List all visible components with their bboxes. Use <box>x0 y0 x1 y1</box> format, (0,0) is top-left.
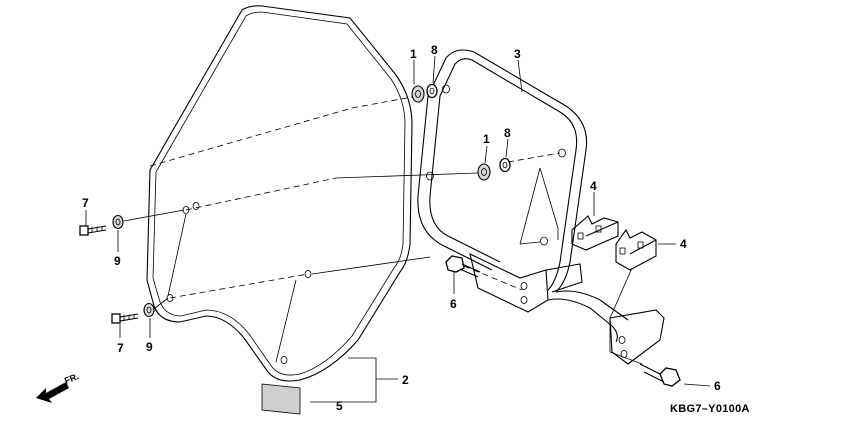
callout-leaders <box>85 55 711 403</box>
callout-7-bottom: 7 <box>117 341 124 355</box>
grommet-mid <box>477 163 491 181</box>
callout-9-bottom: 9 <box>146 340 153 354</box>
clamp-right <box>615 228 657 271</box>
screw-bottom <box>111 313 139 324</box>
bolt-right <box>639 363 681 387</box>
callout-4-a: 4 <box>590 179 597 193</box>
mounting-frame <box>417 49 665 365</box>
callout-4-b: 4 <box>680 237 687 251</box>
front-arrow-icon: FR. <box>36 371 80 403</box>
callout-6-right: 6 <box>714 379 721 393</box>
callout-2: 2 <box>402 373 409 387</box>
diagram-code: KBG7–Y0100A <box>670 403 750 415</box>
washer-bottom <box>143 302 155 318</box>
label-sticker <box>261 383 301 415</box>
callout-1-top: 1 <box>410 47 417 61</box>
callout-8-mid: 8 <box>504 126 511 140</box>
collar-mid <box>499 157 511 173</box>
windscreen <box>146 5 413 382</box>
bolt-left <box>445 255 481 278</box>
callout-8-top: 8 <box>431 43 438 57</box>
front-label: FR. <box>63 371 80 386</box>
washer-top <box>112 214 124 230</box>
callout-7-top: 7 <box>82 196 89 210</box>
screw-top <box>79 225 107 236</box>
collar-top <box>426 83 438 99</box>
callout-9-top: 9 <box>114 254 121 268</box>
assembly-lines <box>123 96 643 365</box>
clamp-left <box>571 215 619 251</box>
callout-3: 3 <box>514 47 521 61</box>
callout-1-mid: 1 <box>483 132 490 146</box>
callout-6-left: 6 <box>450 297 457 311</box>
callout-5: 5 <box>336 399 343 413</box>
grommet-top <box>411 85 425 103</box>
